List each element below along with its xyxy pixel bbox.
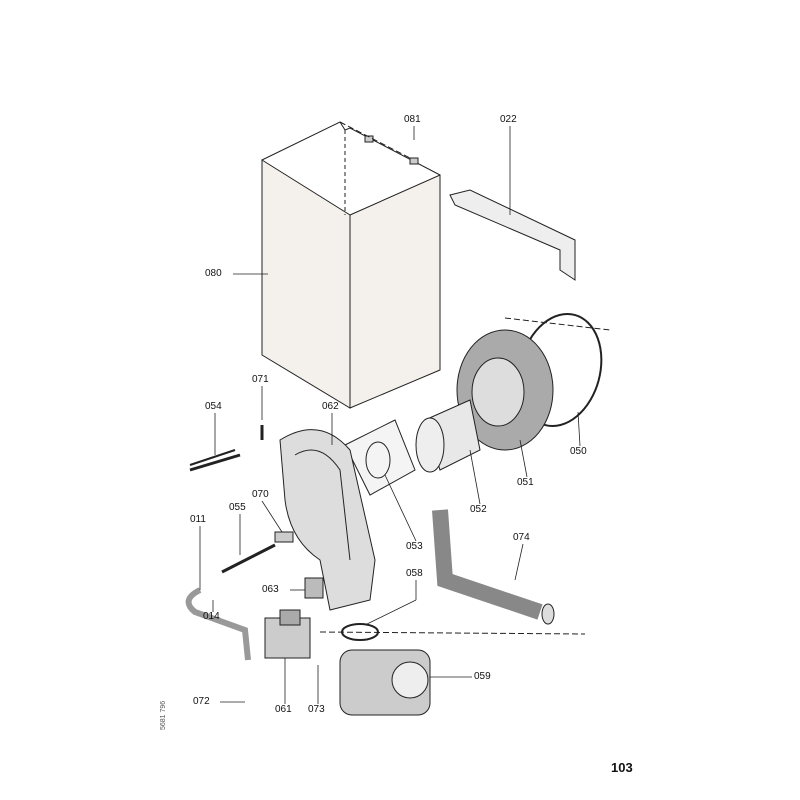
housing-051 <box>456 329 554 451</box>
part-label-051: 051 <box>517 477 534 488</box>
gasket-053 <box>344 419 416 496</box>
part-label-062: 062 <box>322 401 339 412</box>
part-label-071: 071 <box>252 374 269 385</box>
air-box-062 <box>279 429 376 611</box>
fan-059 <box>339 649 431 716</box>
part-label-053: 053 <box>406 541 423 552</box>
electrode-054 <box>189 449 241 472</box>
page-number: 103 <box>611 760 633 775</box>
part-label-073: 073 <box>308 704 325 715</box>
part-label-050: 050 <box>570 446 587 457</box>
switch-063 <box>304 577 324 599</box>
part-label-058: 058 <box>406 568 423 579</box>
clips-081 <box>339 121 419 165</box>
electrode-055 <box>221 543 276 574</box>
part-label-080: 080 <box>205 268 222 279</box>
air-pipe-074 <box>432 509 543 620</box>
gasket-058 <box>341 623 379 641</box>
part-label-055: 055 <box>229 502 246 513</box>
part-label-070: 070 <box>252 489 269 500</box>
part-label-059: 059 <box>474 671 491 682</box>
cover-022 <box>449 189 576 281</box>
part-label-072: 072 <box>193 696 210 707</box>
leader-lines <box>199 126 581 704</box>
gas-pipe-011 <box>185 587 251 661</box>
part-label-081: 081 <box>404 114 421 125</box>
burner-tube-052 <box>415 399 481 473</box>
part-label-061: 061 <box>275 704 292 715</box>
part-label-011: 011 <box>190 514 206 525</box>
part-label-054: 054 <box>205 401 222 412</box>
part-label-063: 063 <box>262 584 279 595</box>
casing-080 <box>261 121 441 409</box>
part-label-074: 074 <box>513 532 530 543</box>
gas-valve-061 <box>264 609 311 659</box>
part-label-014: 014 <box>203 611 220 622</box>
part-label-052: 052 <box>470 504 487 515</box>
document-id: 5681 796 <box>160 700 167 730</box>
part-label-022: 022 <box>500 114 517 125</box>
